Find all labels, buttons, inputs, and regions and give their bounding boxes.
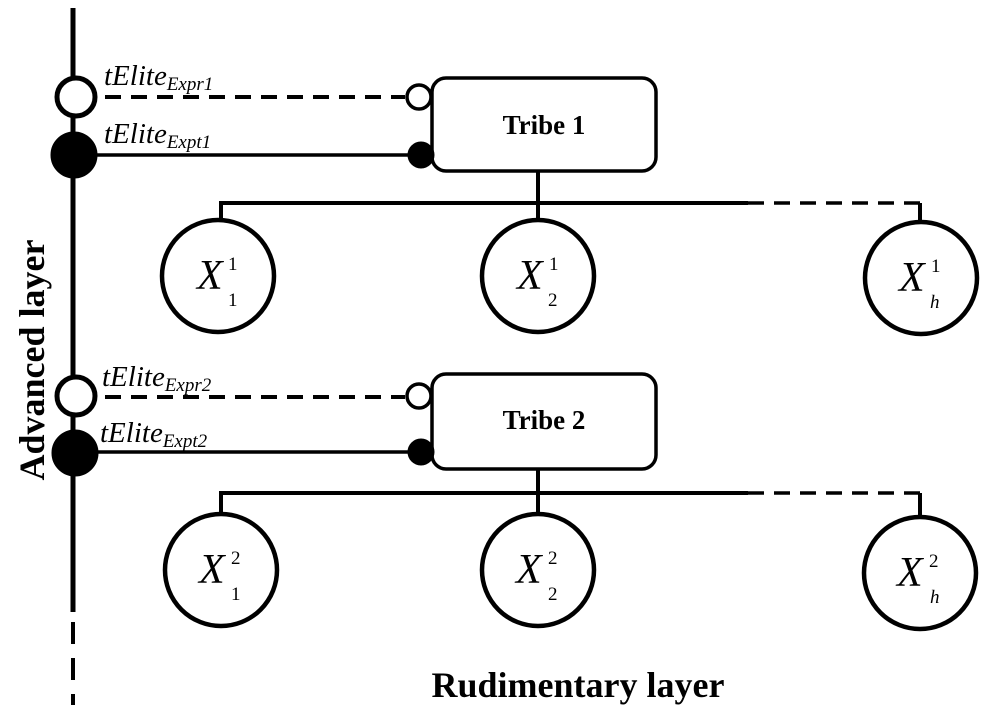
tribe-1-label: Tribe 1 <box>503 110 586 140</box>
tribe-2-member-h-sup: 2 <box>929 551 939 572</box>
tribe-1-expr-port <box>405 83 433 111</box>
tribe-2-member-1 <box>162 511 280 629</box>
elite-expr-1-node <box>54 75 98 119</box>
tribe-2-group: tEliteExpr2 tEliteExpt2 Tribe 2 X 2 1 X … <box>51 361 979 632</box>
tribe-1-member-1-sub: 1 <box>228 290 238 311</box>
tribe-1-member-h-base: X <box>897 255 927 301</box>
elite-expt-2-sub: Expt2 <box>162 431 208 452</box>
tribe-1-group: tEliteExpr1 tEliteExpt1 Tribe 1 X 1 1 X … <box>50 60 980 337</box>
elite-expr-1-base: tElite <box>104 60 167 92</box>
elite-expr-1-sub: Expr1 <box>166 74 213 95</box>
tribe-2-member-2-sub: 2 <box>548 584 558 605</box>
tribe-2-expt-port <box>407 438 435 466</box>
elite-expt-1-sub: Expt1 <box>166 132 211 153</box>
tribe-1-member-2 <box>479 217 597 335</box>
elite-expr-2-label: tEliteExpr2 <box>102 361 212 396</box>
tribe-2-member-2-base: X <box>514 547 544 593</box>
tribe-1-box <box>430 76 658 173</box>
elite-expr-1-label: tEliteExpr1 <box>104 60 213 95</box>
advanced-layer-label: Advanced layer <box>12 239 52 480</box>
elite-expt-2-label: tEliteExpt2 <box>100 417 208 452</box>
tribe-1-member-h <box>862 219 980 337</box>
elite-expr-2-base: tElite <box>102 361 165 393</box>
tribe-2-member-h-sub: h <box>930 587 940 608</box>
tribe-1-member-1-sup: 1 <box>228 254 238 275</box>
elite-expr-2-sub: Expr2 <box>164 375 212 396</box>
tribe-2-member-2 <box>479 511 597 629</box>
tribe-1-expt-port <box>407 141 435 169</box>
tribe-2-box <box>430 372 658 471</box>
tribe-2-expr-port <box>405 382 433 410</box>
elite-expt-1-base: tElite <box>104 118 167 150</box>
elite-expt-2-base: tElite <box>100 417 163 449</box>
tribe-2-member-1-sup: 2 <box>231 548 241 569</box>
tribe-2-member-1-sub: 1 <box>231 584 241 605</box>
elite-expt-1-label: tEliteExpt1 <box>104 118 211 153</box>
tribe-1-member-1-base: X <box>195 253 225 299</box>
tribe-2-label: Tribe 2 <box>503 405 586 435</box>
elite-expt-1-node <box>50 131 98 179</box>
tribe-2-member-h-base: X <box>895 550 925 596</box>
tribe-1-member-2-sub: 2 <box>548 290 558 311</box>
tribe-1-member-2-sup: 1 <box>549 254 559 275</box>
tribe-1-member-h-sub: h <box>930 292 940 313</box>
tribe-2-member-1-base: X <box>197 547 227 593</box>
tribe-1-member-h-sup: 1 <box>931 256 941 277</box>
elite-expt-2-node <box>51 429 99 477</box>
tribe-2-member-h <box>861 514 979 632</box>
tribe-2-member-2-sup: 2 <box>548 548 558 569</box>
tribe-1-member-2-base: X <box>515 253 545 299</box>
tribe-1-member-1 <box>159 217 277 335</box>
elite-expr-2-node <box>54 374 98 418</box>
rudimentary-layer-label: Rudimentary layer <box>432 665 725 705</box>
